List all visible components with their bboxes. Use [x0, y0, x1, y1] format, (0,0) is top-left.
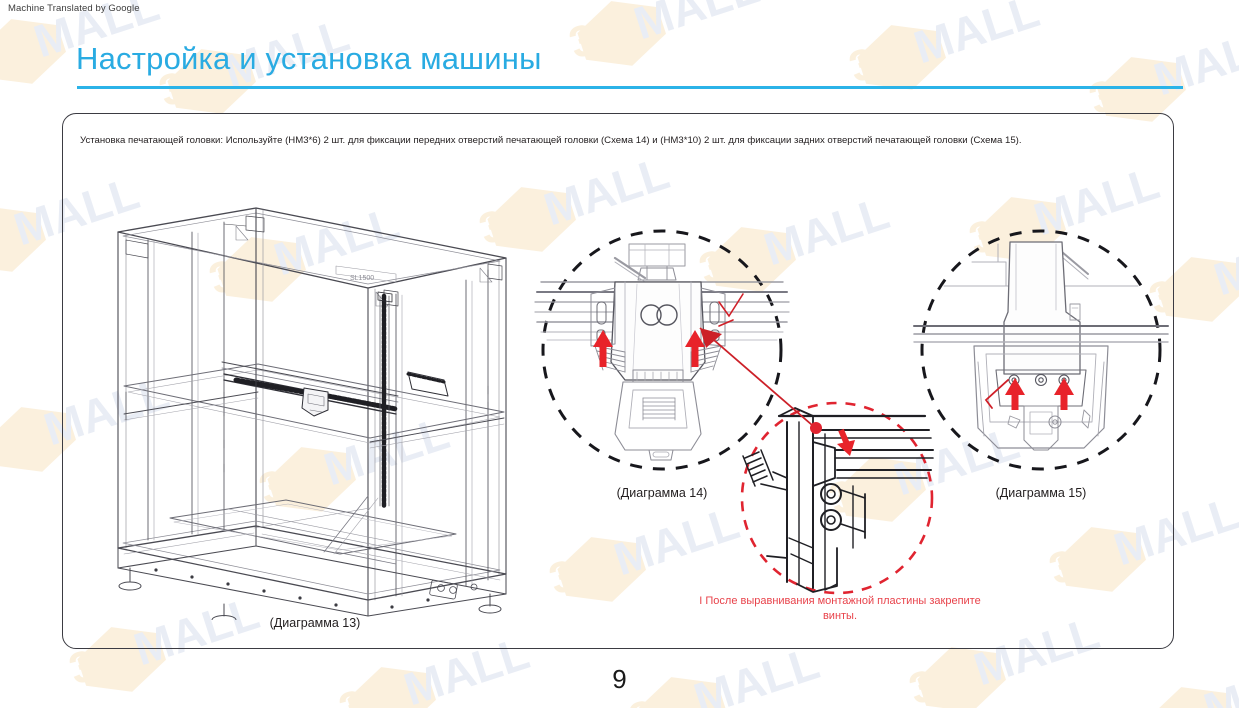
- red-arrow-up-left: [593, 330, 613, 367]
- red-arrow-down: [837, 428, 855, 456]
- instruction-text: Установка печатающей головки: Используйт…: [80, 135, 1022, 146]
- warning-text: I После выравнивания монтажной пластины …: [699, 595, 981, 622]
- svg-text:SL1500: SL1500: [350, 275, 374, 282]
- figure-caption-diagram-14: (Диаграмма 14): [616, 486, 708, 500]
- red-arrow-up-right: [1054, 378, 1074, 410]
- svg-text:3D: 3D: [0, 211, 12, 275]
- title-underline-rule: [77, 86, 1183, 89]
- svg-text:MALL: MALL: [1148, 17, 1239, 106]
- red-dashed-circle-outline: [740, 401, 934, 595]
- red-arrow-up-left: [1005, 378, 1025, 410]
- svg-text:3D: 3D: [0, 23, 32, 87]
- figure-caption-diagram-15: (Диаграмма 15): [995, 486, 1087, 500]
- figure-diagram-15: [912, 222, 1170, 478]
- svg-text:MALL: MALL: [628, 0, 766, 49]
- page-number: 9: [612, 664, 627, 694]
- machine-translation-note: Machine Translated by Google: [8, 3, 140, 14]
- content-panel: [62, 113, 1174, 649]
- figure-caption-diagram-13: (Диаграмма 13): [269, 616, 361, 630]
- page-title: Настройка и установка машины: [76, 41, 542, 76]
- svg-text:3D: 3D: [563, 5, 632, 69]
- svg-text:3D: 3D: [0, 411, 42, 475]
- figure-detail-callout: [717, 398, 957, 598]
- svg-text:MALL: MALL: [1208, 217, 1239, 306]
- svg-text:MALL: MALL: [908, 0, 1046, 73]
- svg-text:3D: 3D: [843, 29, 912, 93]
- figure-diagram-14: [533, 222, 791, 478]
- figure-diagram-13: SL1500: [96, 196, 526, 620]
